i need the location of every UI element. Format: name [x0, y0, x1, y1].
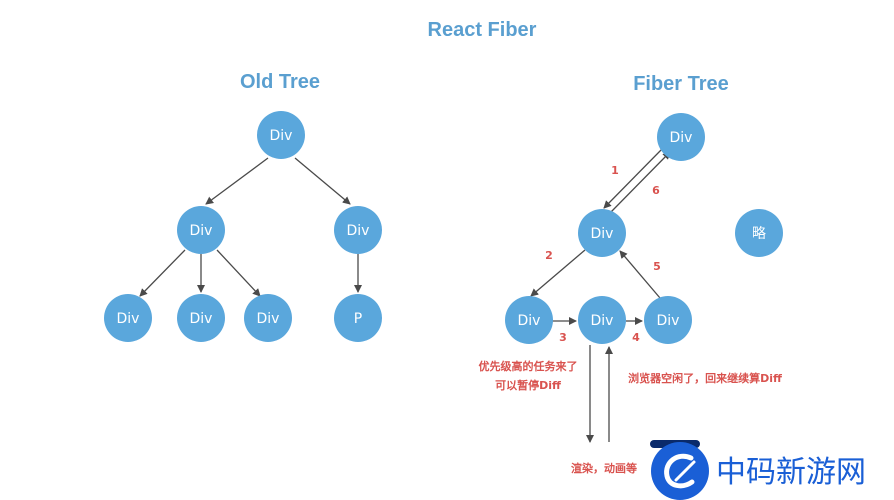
- old-tree-heading: Old Tree: [240, 71, 320, 93]
- brand-logo-icon: [651, 442, 709, 500]
- fiber-tree-edges: [530, 147, 671, 443]
- old-tree-nodes: Div Div Div Div Div Div P: [104, 111, 382, 342]
- fiber-notes: 优先级高的任务来了 可以暂停Diff 浏览器空闲了，回来继续算Diff 渲染，动…: [479, 359, 782, 475]
- old-edge-root-left: [205, 157, 269, 205]
- fiber-node-gc-3: Div: [644, 296, 692, 344]
- node-circle: [334, 206, 382, 254]
- step-label-6: 6: [652, 184, 660, 197]
- fiber-edge-child-2: [530, 249, 586, 297]
- node-label: Div: [347, 223, 370, 239]
- node-circle: [578, 296, 626, 344]
- node-circle: [177, 206, 225, 254]
- old-node-root: Div: [257, 111, 305, 159]
- old-node-leaf-2: Div: [177, 294, 225, 342]
- fiber-node-gc-1: Div: [505, 296, 553, 344]
- old-edge-left-child1: [139, 249, 186, 297]
- node-circle: [257, 111, 305, 159]
- fiber-node-gc-2: Div: [578, 296, 626, 344]
- old-node-leaf-3: Div: [244, 294, 292, 342]
- node-label: Div: [670, 130, 693, 146]
- fiber-tree-heading: Fiber Tree: [633, 73, 729, 95]
- old-edge-root-right: [294, 157, 351, 205]
- note-interrupt-line2: 可以暂停Diff: [495, 378, 561, 392]
- fiber-tree-nodes: Div Div Div Div Div 略: [505, 113, 783, 344]
- node-label: Div: [117, 311, 140, 327]
- node-circle: [578, 209, 626, 257]
- node-label: Div: [518, 313, 541, 329]
- old-node-left: Div: [177, 206, 225, 254]
- node-label: Div: [270, 128, 293, 144]
- node-circle: [505, 296, 553, 344]
- watermark-text: 中码新游网: [716, 455, 866, 490]
- node-label: Div: [190, 311, 213, 327]
- node-label: Div: [190, 223, 213, 239]
- old-tree-edges: [139, 157, 362, 297]
- node-circle: [104, 294, 152, 342]
- note-render: 渲染，动画等: [571, 461, 637, 475]
- step-label-4: 4: [632, 331, 640, 344]
- node-label: P: [354, 311, 362, 327]
- old-node-right: Div: [334, 206, 382, 254]
- step-label-5: 5: [653, 260, 661, 273]
- node-label: Div: [591, 226, 614, 242]
- node-label: Div: [591, 313, 614, 329]
- old-node-leaf-1: Div: [104, 294, 152, 342]
- node-circle: [735, 209, 783, 257]
- node-circle: [334, 294, 382, 342]
- old-edge-left-child3: [216, 249, 261, 297]
- fiber-step-labels: 1 6 2 5 3 4: [545, 164, 661, 344]
- node-label: 略: [752, 226, 766, 242]
- fiber-edge-child: [603, 147, 664, 209]
- fiber-node-omitted: 略: [735, 209, 783, 257]
- node-circle: [644, 296, 692, 344]
- node-label: Div: [657, 313, 680, 329]
- diagram-title: React Fiber: [428, 19, 537, 41]
- fiber-node-root: Div: [657, 113, 705, 161]
- node-label: Div: [257, 311, 280, 327]
- note-interrupt-line1: 优先级高的任务来了: [479, 359, 578, 373]
- old-node-leaf-p: P: [334, 294, 382, 342]
- step-label-3: 3: [559, 331, 567, 344]
- node-circle: [177, 294, 225, 342]
- fiber-node-child: Div: [578, 209, 626, 257]
- fiber-edge-return: [610, 151, 671, 213]
- node-circle: [657, 113, 705, 161]
- node-circle: [244, 294, 292, 342]
- step-label-1: 1: [611, 164, 619, 177]
- fiber-edge-return-5: [619, 250, 661, 299]
- step-label-2: 2: [545, 249, 553, 262]
- note-resume: 浏览器空闲了，回来继续算Diff: [628, 371, 782, 385]
- watermark: 中码新游网: [650, 440, 866, 500]
